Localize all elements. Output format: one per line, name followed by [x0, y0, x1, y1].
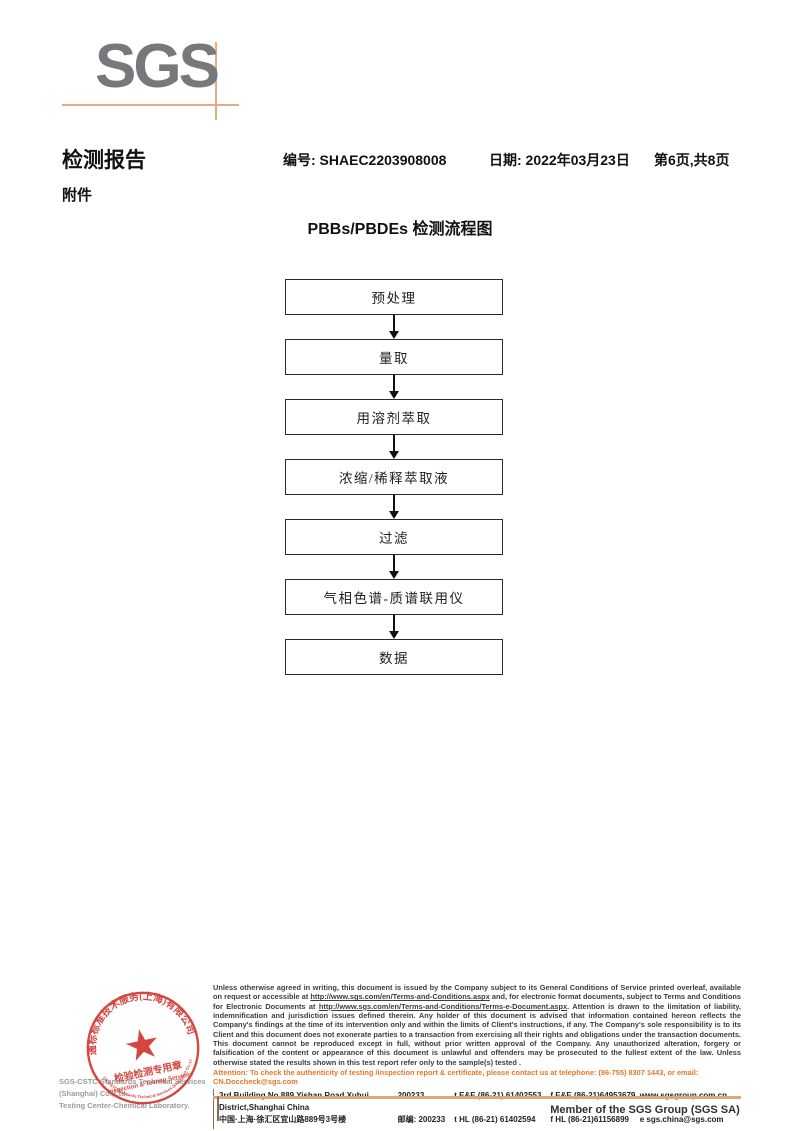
footer: Unless otherwise agreed in writing, this… [213, 983, 741, 1129]
address-cn: 中国·上海·徐汇区宜山路889号3号楼 [219, 1115, 347, 1125]
report-date: 日期: 2022年03月23日 [489, 152, 630, 168]
arrow-down-icon [285, 435, 503, 459]
telephone-ee: t E&E (86-21) 61402553 [454, 1090, 550, 1115]
sgs-member-note: Member of the SGS Group (SGS SA) [550, 1104, 740, 1116]
company-lab-name: Testing Center-Chemical Laboratory. [59, 1101, 190, 1110]
address-row-en: 3rd Building,No.889 Yishan Road Xuhui Di… [219, 1090, 741, 1115]
page-indicator: 第6页,共8页 [654, 152, 730, 168]
footer-vertical-line [217, 1096, 219, 1121]
flow-step-filter: 过滤 [285, 519, 503, 555]
flowchart: 预处理 量取 用溶剂萃取 浓缩/稀释萃取液 过滤 气相色谱-质谱联用仪 数据 [285, 279, 503, 675]
report-number: 编号: SHAEC2203908008 [283, 152, 447, 168]
arrow-down-icon [285, 555, 503, 579]
fax-hl: f HL (86-21)61156899 [550, 1115, 629, 1125]
email-address[interactable]: e sgs.china@sgs.com [639, 1115, 724, 1125]
attachment-label: 附件 [62, 187, 93, 204]
flow-step-data: 数据 [285, 639, 503, 675]
flow-step-solvent-extraction: 用溶剂萃取 [285, 399, 503, 435]
flow-step-pretreatment: 预处理 [285, 279, 503, 315]
fax-ee: f E&E (86-21)64953679 [550, 1090, 639, 1115]
telephone-hl: t HL (86-21) 61402594 [454, 1115, 536, 1125]
flow-step-gcms: 气相色谱-质谱联用仪 [285, 579, 503, 615]
logo-vertical-line [215, 42, 217, 120]
report-title: 检测报告 [62, 149, 146, 172]
website-url[interactable]: www.sgsgroup.com.cn [640, 1090, 741, 1115]
company-name-lines: SGS-CSTC Standards Technical Services (S… [59, 1076, 229, 1112]
sgs-logo: SGS [95, 32, 220, 101]
star-icon: ★ [119, 1019, 165, 1072]
disclaimer-text: . Attention is drawn to the limitation o… [213, 1001, 741, 1067]
arrow-down-icon [285, 375, 503, 399]
arrow-down-icon [285, 495, 503, 519]
attention-notice: Attention: To check the authenticity of … [213, 1067, 699, 1087]
arrow-down-icon [285, 315, 503, 339]
terms-disclaimer: Unless otherwise agreed in writing, this… [213, 983, 741, 1067]
terms-url-link[interactable]: http://www.sgs.com/en/Terms-and-Conditio… [310, 992, 490, 1002]
disclaimer-text: and, for electronic format documents, su… [213, 992, 741, 1011]
disclaimer-text: Unless otherwise agreed in writing, this… [213, 983, 741, 1002]
footer-horizontal-line [213, 1096, 741, 1099]
logo-horizontal-line [62, 104, 239, 106]
flowchart-title: PBBs/PBDEs 检测流程图 [307, 221, 493, 238]
postcode-en: 200233 [398, 1090, 455, 1115]
arrow-down-icon [285, 615, 503, 639]
postcode-cn: 邮编: 200233 [397, 1115, 446, 1125]
address-row-cn: 中国·上海·徐汇区宜山路889号3号楼 邮编: 200233 t HL (86-… [219, 1114, 741, 1126]
address-en: 3rd Building,No.889 Yishan Road Xuhui Di… [219, 1091, 369, 1112]
flow-step-concentrate-dilute: 浓缩/稀释萃取液 [285, 459, 503, 495]
flow-step-measure: 量取 [285, 339, 503, 375]
svg-text:通标标准技术服务(上海)有限公司: 通标标准技术服务(上海)有限公司 [76, 979, 198, 1057]
stamp-ring-text: 通标标准技术服务(上海)有限公司 [76, 979, 198, 1057]
company-name-en: SGS-CSTC Standards Technical Services (S… [59, 1077, 206, 1098]
terms-e-document-url-link[interactable]: http://www.sgs.com/en/Terms-and-Conditio… [318, 1001, 568, 1011]
address-block: 3rd Building,No.889 Yishan Road Xuhui Di… [213, 1088, 741, 1129]
